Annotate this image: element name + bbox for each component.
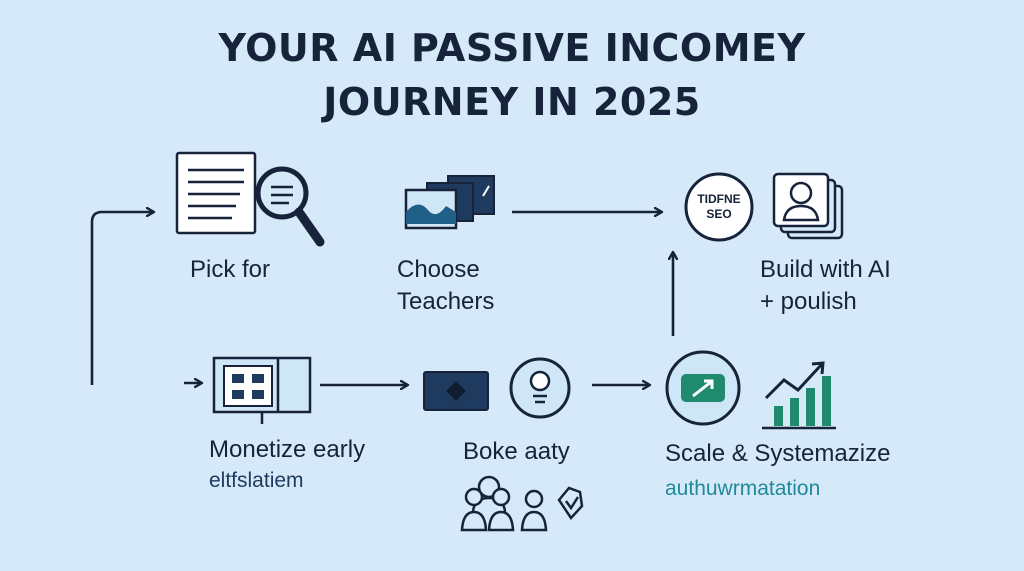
loop-arrow [90, 212, 154, 385]
title-line-2: JOURNEY IN 2025 [323, 80, 701, 124]
title-line-1: YOUR AI PASSIVE INCOMEY [218, 26, 806, 70]
growth-chart-icon [762, 361, 836, 430]
step-monetize-sub: eltfslatiem [209, 469, 304, 492]
step-monetize-label: Monetize early [209, 436, 366, 463]
document-search-icon [175, 151, 325, 247]
shield-icon [557, 486, 584, 521]
seo-badge-line-1: TIDFNE [697, 192, 741, 206]
media-card-icon [423, 371, 489, 411]
presentation-board-icon [212, 356, 312, 424]
seo-badge-icon [684, 172, 754, 242]
step-choose-line-1: Choose [397, 256, 480, 283]
chart-cards-icon [404, 175, 495, 230]
step-scale-label: Scale & Systemazize [665, 440, 891, 467]
team-icon [460, 475, 548, 532]
step-scale-sub: authuwrmatation [665, 477, 821, 500]
gear-bulb-icon [509, 357, 571, 419]
seo-badge-line-2: SEO [706, 207, 732, 221]
step-build-line-1: Build with AI [760, 256, 891, 283]
step-choose-line-2: Teachers [397, 288, 495, 315]
growth-button-icon [665, 350, 741, 426]
step-boke-label: Boke aaty [463, 438, 570, 465]
profile-cards-icon [772, 172, 844, 240]
step-build-line-2: + poulish [760, 288, 857, 315]
connector-arrows [90, 212, 673, 385]
seo-badge-text: TIDFNE SEO [689, 192, 749, 222]
step-pick-label: Pick for [190, 256, 271, 283]
